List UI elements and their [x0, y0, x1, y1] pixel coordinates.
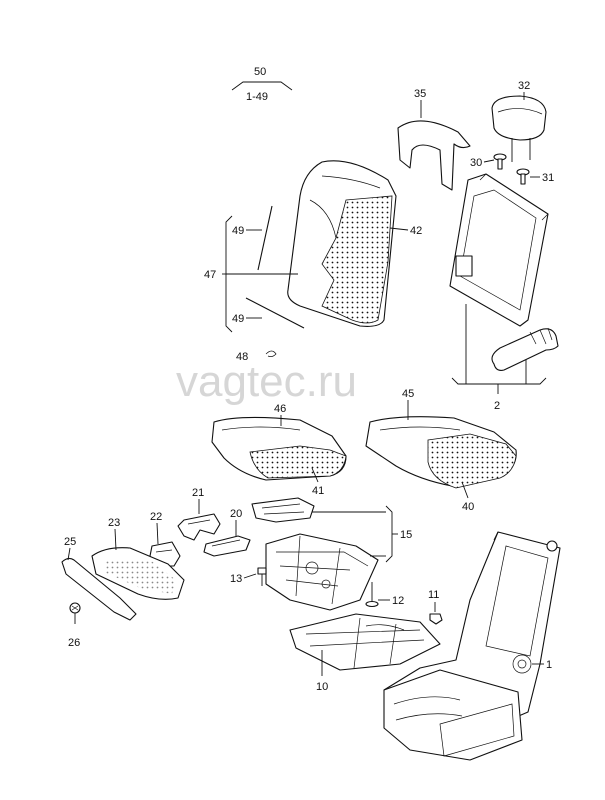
screw-26[interactable] — [69, 602, 81, 624]
watermark: vagtec.ru — [176, 357, 357, 406]
callout-30: 30 — [470, 157, 482, 169]
callout-49-lower: 49 — [232, 313, 244, 325]
seat-cushion-right[interactable] — [365, 416, 517, 489]
callout-15: 15 — [400, 529, 412, 541]
trim-strip-25[interactable] — [61, 557, 137, 621]
headrest[interactable] — [491, 95, 547, 162]
callout-48: 48 — [236, 351, 248, 363]
backrest-frame[interactable] — [449, 173, 549, 327]
callout-12: 12 — [392, 595, 404, 607]
callout-26: 26 — [68, 637, 80, 649]
callout-49-upper: 49 — [232, 225, 244, 237]
wire-rod-upper[interactable] — [257, 205, 273, 271]
backrest-top-trim[interactable] — [397, 120, 471, 191]
callout-41: 41 — [312, 485, 324, 497]
callout-1: 1 — [546, 659, 552, 671]
screw-12[interactable] — [365, 582, 379, 608]
height-adjuster-mechanism[interactable] — [265, 533, 379, 611]
side-trim-23[interactable] — [91, 547, 185, 600]
seat-cushion-left[interactable] — [211, 416, 347, 481]
bracket-20[interactable] — [203, 535, 251, 557]
callout-20: 20 — [230, 508, 242, 520]
callout-21: 21 — [192, 487, 204, 499]
bracket-21[interactable] — [177, 513, 221, 541]
callout-2: 2 — [494, 400, 500, 412]
adjuster-plate-15[interactable] — [251, 497, 315, 523]
callout-42: 42 — [410, 225, 422, 237]
callout-13: 13 — [230, 573, 242, 585]
callout-32: 32 — [518, 80, 530, 92]
backrest-cover[interactable] — [287, 160, 397, 327]
seat-frame-1[interactable] — [383, 531, 561, 761]
callout-40: 40 — [462, 501, 474, 513]
wire-rod-lower[interactable] — [245, 297, 305, 329]
callout-23: 23 — [108, 517, 120, 529]
callout-11: 11 — [428, 589, 439, 601]
assembly-number: 50 — [254, 66, 266, 78]
bolt-13[interactable] — [257, 567, 267, 586]
callout-25: 25 — [64, 536, 76, 548]
callout-45: 45 — [402, 388, 414, 400]
seat-pan-10[interactable] — [289, 613, 441, 671]
callout-22: 22 — [150, 511, 162, 523]
nut-11[interactable] — [429, 613, 443, 625]
callout-31: 31 — [542, 172, 554, 184]
headrest-guide-30[interactable] — [493, 153, 507, 170]
callout-46: 46 — [274, 403, 286, 415]
assembly-header: 50 1-49 — [231, 66, 293, 103]
clip-48[interactable] — [265, 350, 277, 358]
callout-47: 47 — [204, 269, 216, 281]
callout-35: 35 — [414, 88, 426, 100]
assembly-range: 1-49 — [246, 91, 268, 103]
headrest-guide-31[interactable] — [516, 168, 530, 185]
callout-10: 10 — [316, 681, 328, 693]
recline-handle[interactable] — [491, 327, 559, 371]
